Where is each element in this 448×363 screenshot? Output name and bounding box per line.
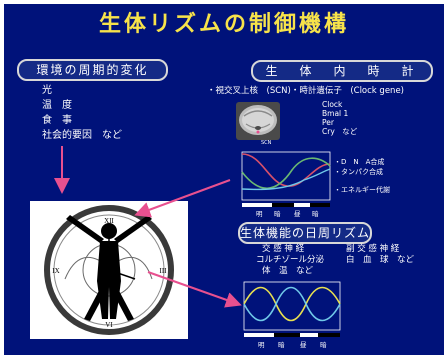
internal-clock-header: 生 体 内 時 計	[251, 60, 433, 82]
internal-clock-graph: 明 暗 昼 暗	[241, 151, 331, 218]
gene-per: Per	[322, 118, 334, 127]
factor-social: 社会的要因 など	[42, 130, 122, 141]
rhythm-sympathetic: 交 感 神 経	[262, 244, 305, 254]
rhythm-axis-label-4: 暗	[320, 340, 327, 349]
rhythm-cortisol: コルチゾール分泌	[256, 255, 325, 265]
clock-numeral-3: III	[160, 267, 168, 275]
rhythm-parasympathetic: 副 交 感 神 経	[346, 244, 400, 254]
gene-clock: Clock	[322, 100, 343, 109]
daily-rhythm-graph: 明 暗 昼 暗	[243, 281, 341, 349]
diagram-overlay: 明 暗 昼 暗 明 暗 昼 暗	[54, 146, 341, 349]
curve-label-energy: ・エネルギー代謝	[334, 186, 390, 194]
internal-clock-subheader: ・視交叉上核 (SCN)・時計遺伝子 (Clock gene)	[207, 86, 404, 96]
internal-axis-label-3: 昼	[294, 210, 301, 218]
arrow-internal-to-clock	[134, 179, 231, 218]
gene-cry: Cry など	[322, 127, 358, 136]
rhythm-axis-label-1: 明	[258, 341, 265, 349]
rhythm-axis-label-3: 昼	[300, 341, 307, 349]
slide-title: 生体リズムの制御機構	[98, 12, 349, 37]
environment-header: 環境の周期的変化	[17, 59, 168, 81]
arrow-clock-to-rhythm	[147, 271, 242, 308]
curve-label-protein: ・タンパク合成	[334, 168, 383, 176]
daily-rhythm-header: 生体機能の日周リズム	[238, 222, 372, 244]
factor-meal: 食 事	[42, 115, 72, 126]
internal-axis-label-1: 明	[256, 210, 263, 218]
curve-label-dna: ・D N A合成	[334, 158, 385, 166]
rhythm-body-temp: 体 温 など	[262, 266, 314, 276]
slide: 生体リズムの制御機構 環境の周期的変化 光 温 度 食 事 社会的要因 など 生…	[4, 4, 444, 355]
gene-bmal1: Bmal 1	[322, 109, 349, 118]
rhythm-axis-label-2: 暗	[278, 340, 285, 349]
factor-light: 光	[42, 85, 52, 96]
clock-numeral-6: VI	[105, 321, 113, 329]
brain-section-image	[236, 102, 280, 140]
factor-temperature: 温 度	[42, 100, 72, 111]
rhythm-white-blood-cells: 白 血 球 など	[346, 255, 415, 265]
clock-numeral-9: IX	[52, 267, 59, 275]
internal-axis-label-4: 暗	[312, 209, 319, 218]
clock-numeral-12: XII	[104, 217, 114, 225]
clock-figure: XII III VI IX	[30, 201, 188, 339]
internal-axis-label-2: 暗	[274, 209, 281, 218]
scn-label: SCN	[261, 140, 272, 146]
